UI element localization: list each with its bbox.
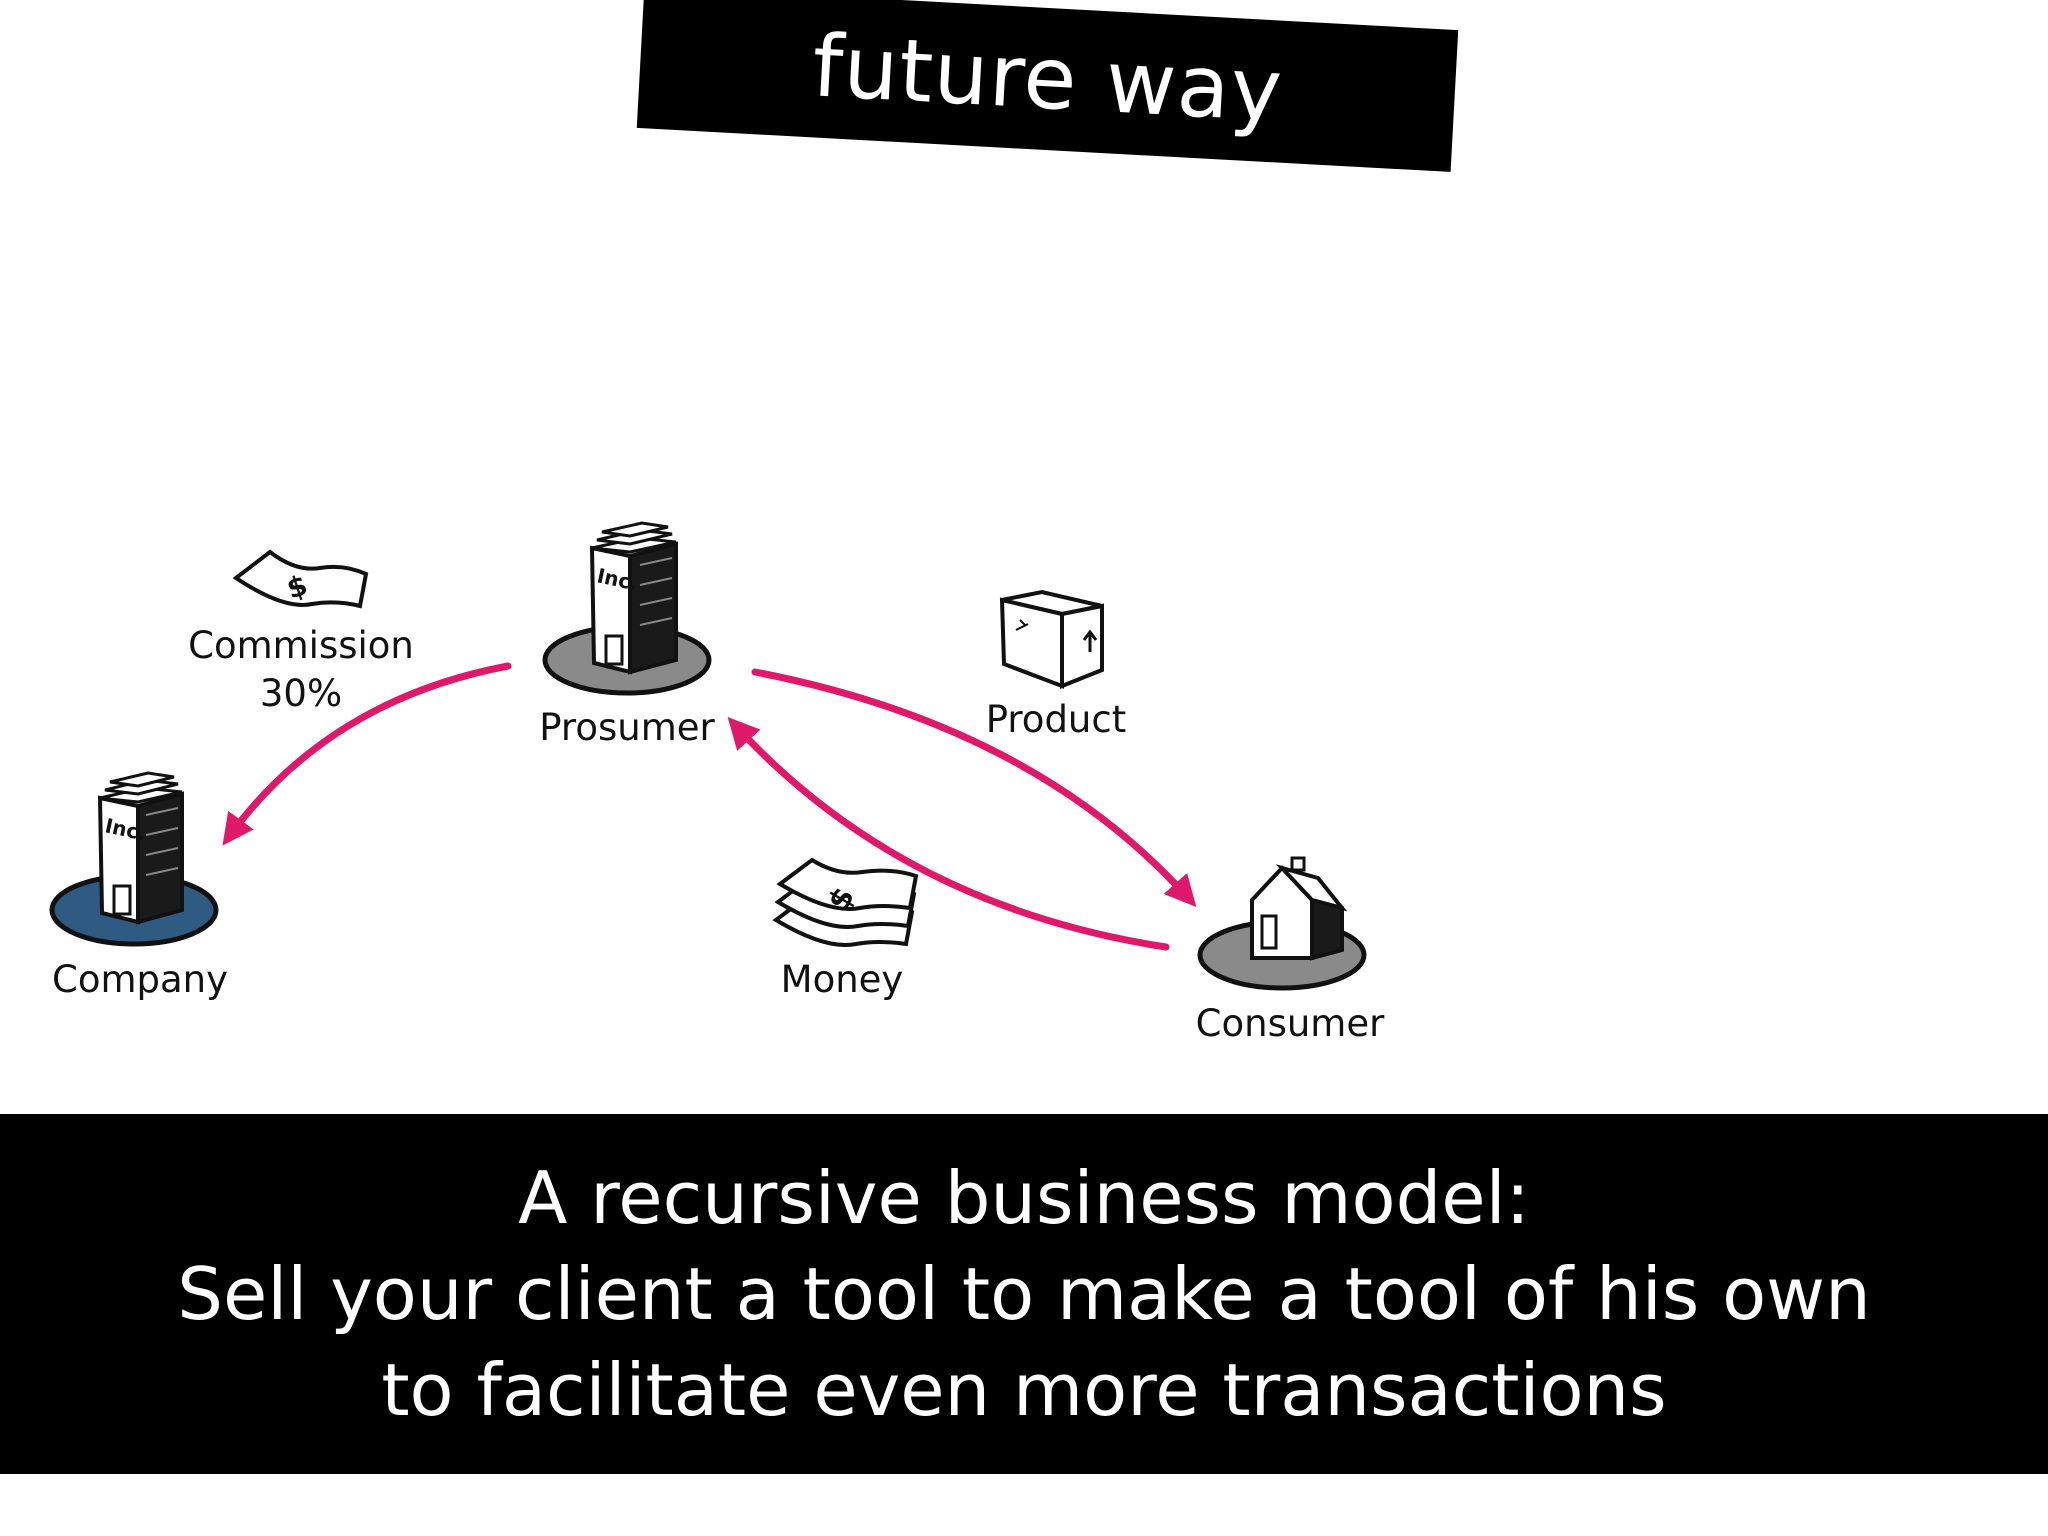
consumer-label: Consumer: [1196, 1002, 1385, 1045]
bottom-margin: [0, 1474, 2048, 1536]
company-label: Company: [52, 958, 228, 1001]
consumer-node: Consumer: [1196, 856, 1385, 1045]
house-icon: [1250, 856, 1348, 961]
commission-rate-label: 30%: [260, 672, 342, 715]
commission-flow: $ Commission 30%: [188, 549, 414, 715]
commission-arrow: [222, 662, 512, 846]
prosumer-node: Inc. Prosumer: [539, 521, 716, 749]
box-icon: [999, 589, 1104, 689]
money-flow: $ Money: [772, 857, 919, 1001]
banknote-icon: $: [232, 549, 369, 609]
product-label: Product: [986, 698, 1126, 741]
prosumer-label: Prosumer: [539, 706, 715, 749]
building-icon: Inc.: [97, 771, 184, 925]
commission-label: Commission: [188, 624, 414, 667]
caption-line-1: A recursive business model:: [518, 1156, 1530, 1240]
product-arrow: [751, 668, 1197, 908]
caption-banner: A recursive business model: Sell your cl…: [0, 1114, 2048, 1474]
money-label: Money: [781, 958, 904, 1001]
product-flow: Product: [986, 589, 1126, 741]
money-arrow: [727, 717, 1170, 951]
building-icon: Inc.: [589, 521, 678, 675]
caption-line-3: to facilitate even more transactions: [381, 1348, 1667, 1432]
money-stack-icon: $: [772, 857, 919, 947]
caption-line-2: Sell your client a tool to make a tool o…: [177, 1252, 1871, 1336]
company-node: Inc. Company: [49, 771, 228, 1001]
